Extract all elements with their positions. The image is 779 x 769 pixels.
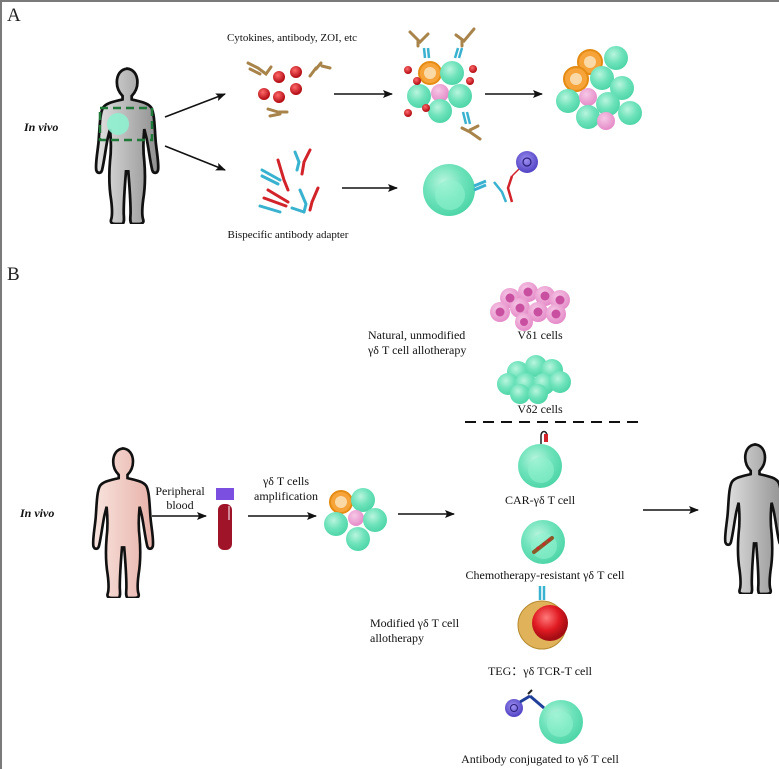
panel-label-a: A bbox=[7, 5, 21, 26]
car-gd-t-cell-label: CAR-γδ T cell bbox=[504, 493, 576, 507]
natural-group-label-line1: Natural, unmodified bbox=[368, 328, 466, 342]
human-body-icon-recipient bbox=[723, 442, 779, 594]
peripheral-blood-label-line2: blood bbox=[166, 498, 194, 512]
teg-label: TEG：γδ TCR-T cell bbox=[487, 664, 593, 678]
human-body-icon-donor bbox=[91, 446, 155, 598]
vd2-cells-label: Vδ2 cells bbox=[517, 402, 563, 416]
panel-a-in-vivo-label: In vivo bbox=[24, 120, 59, 134]
chemo-resistant-cell-icon bbox=[521, 520, 565, 564]
arrow-to-bispecific bbox=[164, 145, 226, 171]
cytokines-label: Cytokines, antibody, ZOI, etc bbox=[226, 32, 358, 44]
natural-group-label-line2: γδ T cell allotherapy bbox=[368, 343, 467, 357]
chemo-resistant-label: Chemotherapy-resistant γδ T cell bbox=[465, 568, 625, 582]
vd2-cell-cluster bbox=[497, 355, 571, 404]
modified-group-label-line1: Modified γδ T cell bbox=[370, 616, 460, 630]
amplification-label-line2: amplification bbox=[254, 489, 318, 503]
activated-cell-cluster bbox=[404, 27, 482, 141]
blood-tube-icon bbox=[216, 488, 234, 550]
vd1-cell-cluster bbox=[490, 282, 570, 331]
modified-group-label-line2: allotherapy bbox=[370, 631, 424, 645]
vd1-cells-label: Vδ1 cells bbox=[517, 328, 563, 342]
amplification-label-line1: γδ T cells bbox=[262, 474, 310, 488]
peripheral-blood-label-line1: Peripheral bbox=[155, 484, 205, 498]
bispecific-antibody-icons bbox=[258, 148, 320, 214]
panel-label-b: B bbox=[7, 264, 20, 285]
cytokine-particles bbox=[258, 66, 302, 103]
antibody-conjugated-label: Antibody conjugated to γδ T cell bbox=[461, 752, 619, 766]
expanded-cell-cluster bbox=[556, 46, 642, 130]
bispecific-label: Bispecific antibody adapter bbox=[227, 229, 349, 241]
human-body-icon-a bbox=[94, 66, 160, 224]
amplified-cell-cluster bbox=[324, 488, 387, 551]
arrow-to-agents bbox=[164, 93, 226, 118]
teg-cell-icon bbox=[517, 586, 568, 650]
car-gd-t-cell-icon bbox=[518, 430, 562, 488]
tumor-site-marker bbox=[98, 106, 154, 142]
antibody-icon bbox=[246, 61, 332, 118]
antibody-conjugated-cell-icon bbox=[505, 689, 583, 744]
panel-b-in-vivo-label: In vivo bbox=[20, 506, 55, 520]
t-cell-bound-to-tumor-cell bbox=[423, 151, 538, 216]
